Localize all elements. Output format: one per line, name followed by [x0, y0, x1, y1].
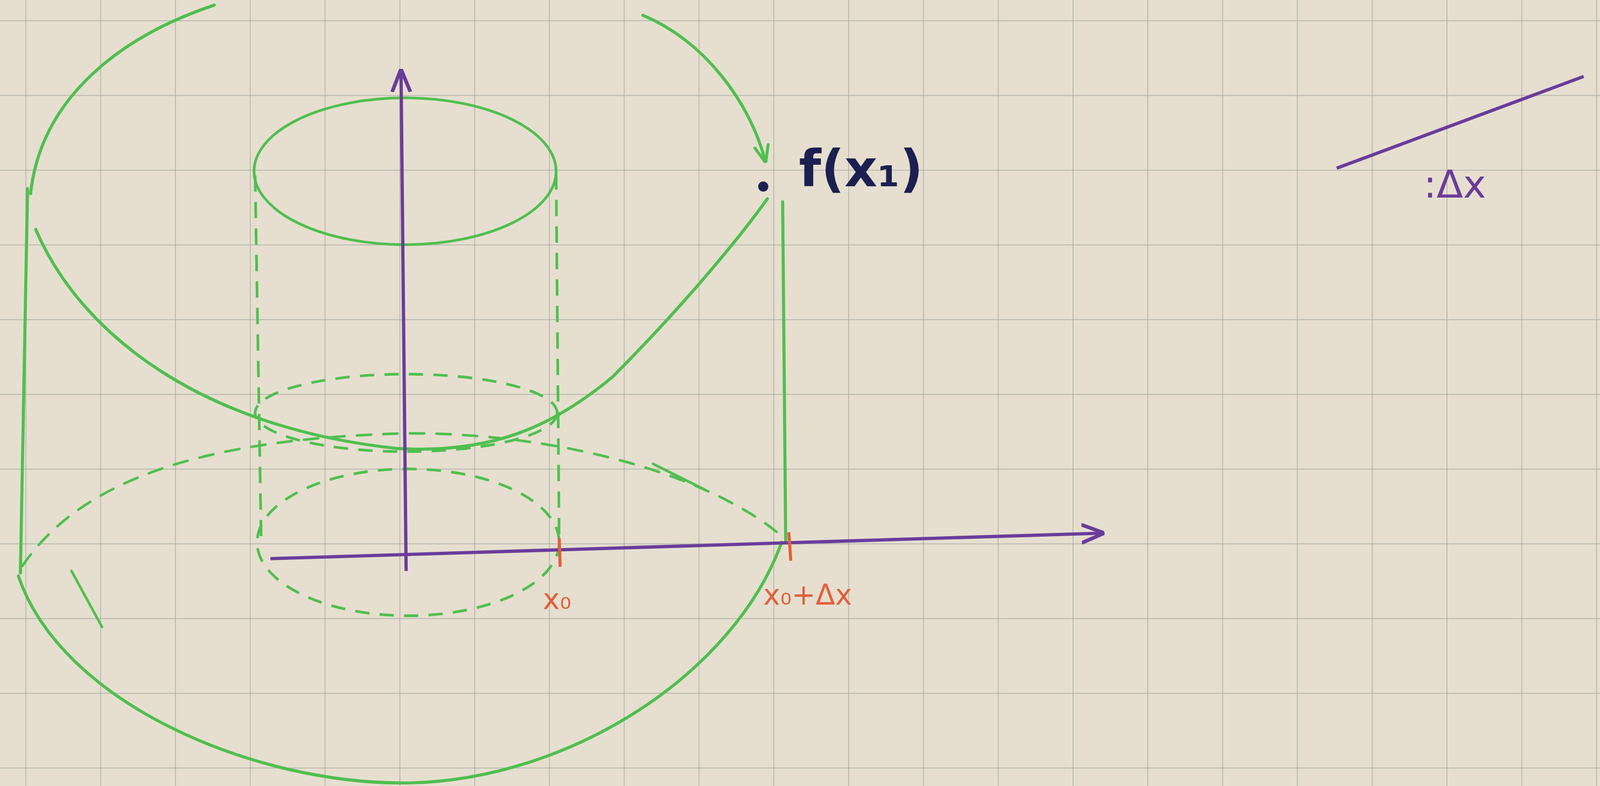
function-label: f(x₁)	[799, 140, 924, 197]
axis-ticks	[559, 532, 791, 567]
axis-label: x₀+Δx	[763, 579, 852, 611]
axes	[270, 71, 1584, 572]
note-label: :Δx	[1423, 163, 1486, 206]
point-dot	[758, 181, 769, 192]
outer-cylinder	[18, 4, 786, 784]
axis-label: x₀	[542, 583, 572, 616]
